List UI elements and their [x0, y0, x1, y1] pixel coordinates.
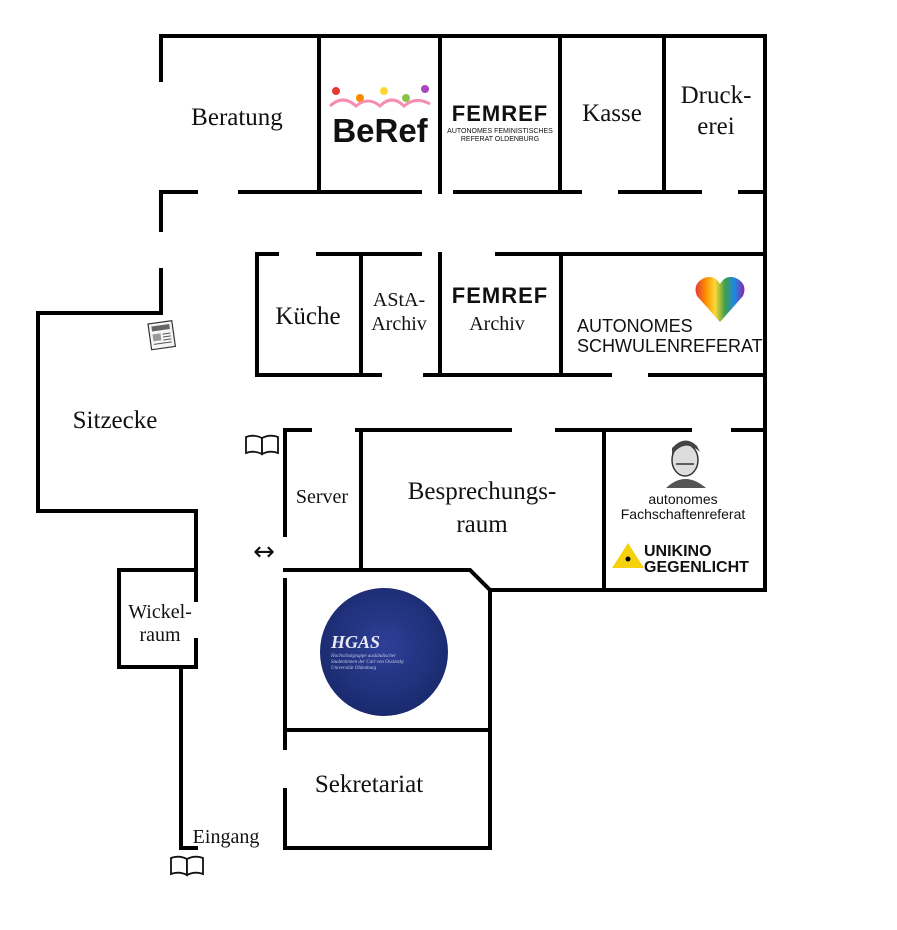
beref-logo: BeRef — [328, 85, 431, 149]
portrait-icon — [666, 440, 706, 488]
beref-wordmark: BeRef — [332, 112, 428, 149]
room-label-wickel-2: raum — [139, 624, 181, 646]
beref-people-icon — [328, 85, 431, 109]
fachschaften-line-1: autonomes — [648, 491, 717, 507]
femref-subtitle-1: AUTONOMES FEMINISTISCHES — [447, 128, 553, 135]
femref-archiv-logo: FEMREF — [452, 283, 548, 308]
room-label-besprechung-2: raum — [456, 511, 508, 538]
room-label-kueche: Küche — [275, 303, 340, 330]
room-label-beratung: Beratung — [191, 104, 283, 131]
hgas-subtitle-1: Hochschulgruppe ausländischer — [330, 654, 396, 659]
wall — [179, 668, 198, 850]
open-book-icon — [170, 855, 204, 877]
room-label-wickel-1: Wickel- — [128, 601, 192, 623]
unikino-logo: UNIKINO GEGENLICHT — [612, 543, 749, 576]
fachschaften-line-2: Fachschaftenreferat — [621, 506, 746, 522]
open-book-icon — [245, 434, 279, 456]
femref-subtitle-2: REFERAT OLDENBURG — [461, 136, 539, 143]
hgas-subtitle-2: Studentinnen der Carl von Ossietzky — [331, 660, 405, 665]
entrance-label: Eingang — [193, 826, 260, 848]
room-label-asta-2: Archiv — [371, 313, 427, 335]
unikino-line-1: UNIKINO — [644, 543, 712, 560]
room-label-server: Server — [296, 486, 349, 508]
wall-west — [36, 268, 198, 572]
schwulenreferat-line-2: SCHWULENREFERAT — [577, 336, 763, 356]
room-label-sekretariat: Sekretariat — [315, 771, 423, 798]
femref-logo: FEMREF AUTONOMES FEMINISTISCHES REFERAT … — [447, 101, 553, 143]
wall — [283, 788, 492, 850]
unikino-line-2: GEGENLICHT — [644, 559, 749, 576]
femref-wordmark: FEMREF — [452, 101, 548, 126]
walls — [36, 34, 767, 850]
warning-triangle-icon — [612, 543, 644, 568]
schwulenreferat-logo: AUTONOMES SCHWULENREFERAT — [577, 276, 763, 356]
room-label-besprechung-1: Besprechungs- — [408, 478, 557, 505]
room-label-sitzecke: Sitzecke — [73, 407, 158, 434]
wall — [117, 568, 198, 669]
hgas-logo: HGAS Hochschulgruppe ausländischer Stude… — [320, 588, 448, 716]
wall-outer-east — [159, 34, 767, 592]
rainbow-heart-icon — [695, 276, 745, 322]
room-label-kasse: Kasse — [582, 100, 642, 127]
schwulenreferat-line-1: AUTONOMES — [577, 316, 693, 336]
wall — [283, 568, 493, 593]
newspaper-icon — [147, 319, 177, 351]
room-label-asta-1: AStA- — [373, 289, 425, 311]
fachschaften-logo: autonomes Fachschaftenreferat — [621, 440, 746, 522]
room-label-druckerei-2: erei — [697, 113, 735, 140]
room-label-femref-archiv: Archiv — [469, 313, 525, 335]
room-label-druckerei-1: Druck- — [681, 82, 752, 109]
hgas-subtitle-3: Universität Oldenburg — [331, 666, 377, 671]
double-arrow-icon: ↔ — [253, 537, 275, 567]
hgas-title: HGAS — [330, 632, 380, 652]
hgas-circle — [320, 588, 448, 716]
